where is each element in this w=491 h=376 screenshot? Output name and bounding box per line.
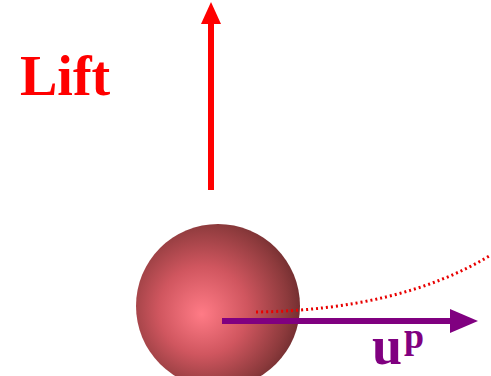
lift-arrowhead bbox=[201, 2, 221, 24]
lift-arrow bbox=[208, 22, 214, 190]
velocity-arrowhead bbox=[450, 309, 478, 333]
velocity-superscript: p bbox=[404, 318, 424, 354]
force-label: Lift bbox=[20, 48, 110, 104]
trajectory-curve bbox=[256, 255, 491, 312]
velocity-symbol: u bbox=[372, 319, 402, 373]
sphere bbox=[136, 224, 300, 376]
